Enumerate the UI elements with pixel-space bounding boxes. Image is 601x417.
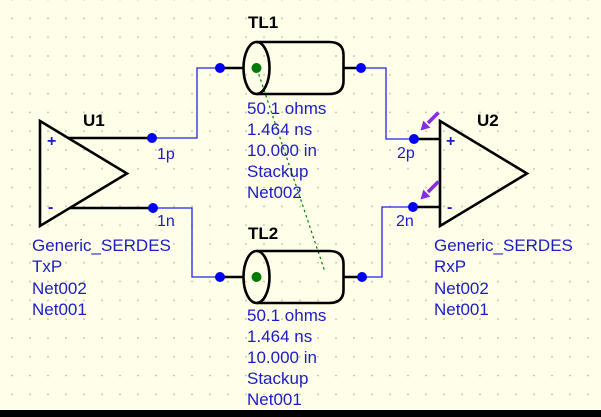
junction-dot xyxy=(147,133,157,143)
u2-pin-bottom-label: 2n xyxy=(396,213,414,230)
tl2-port-dot xyxy=(251,272,262,282)
u1-net-bottom-label: Net001 xyxy=(32,300,87,319)
tl1-body[interactable] xyxy=(256,40,345,96)
tl1-refdes-label: TL1 xyxy=(248,13,278,32)
u1-model-label: TxP xyxy=(32,257,62,276)
u1-part-label: Generic_SERDES xyxy=(32,236,171,255)
junction-dot xyxy=(408,202,418,212)
tl2-delay-label: 1.464 ns xyxy=(247,327,312,346)
tl2-impedance-label: 50.1 ohms xyxy=(247,306,326,325)
wire-u1n-to-tl2[interactable] xyxy=(153,207,220,278)
tl2-model-label: Stackup xyxy=(247,369,308,388)
u1-pin-top-label: 1p xyxy=(157,146,175,163)
u2-symbol[interactable]: + - U2 2p 2n Generic_SERDES RxP Net002 N… xyxy=(396,111,573,319)
wire-tl1-to-u2p[interactable] xyxy=(361,67,414,140)
u1-pin-bottom-label: 1n xyxy=(157,213,175,230)
u2-plus-label: + xyxy=(446,133,455,150)
rx-arrow-bottom-head xyxy=(420,189,431,200)
u2-net-top-label: Net002 xyxy=(434,279,489,298)
rx-arrow-icon-top xyxy=(420,111,440,131)
rx-arrow-icon-bottom xyxy=(420,180,440,200)
u2-minus-label: - xyxy=(447,199,452,216)
wire-tl2-to-u2n[interactable] xyxy=(362,206,413,278)
u2-net-bottom-label: Net001 xyxy=(434,300,489,319)
u2-triangle[interactable] xyxy=(438,118,530,229)
tl1-symbol[interactable]: TL1 50.1 ohms 1.464 ns 10.000 in Stackup… xyxy=(221,13,361,202)
tl1-left-cap[interactable] xyxy=(242,40,271,96)
rx-arrow-bottom-shaft xyxy=(426,180,440,194)
tl1-model-label: Stackup xyxy=(247,162,308,181)
junction-dot xyxy=(409,134,419,144)
coupling-dashed-line xyxy=(256,68,326,273)
rx-arrow-top-head xyxy=(420,120,431,131)
u1-triangle[interactable] xyxy=(38,118,130,229)
tl2-symbol[interactable]: TL2 50.1 ohms 1.464 ns 10.000 in Stackup… xyxy=(221,224,362,409)
u1-plus-label: + xyxy=(47,133,56,150)
junction-dots xyxy=(147,63,419,282)
junction-dot xyxy=(356,63,366,73)
junction-dot xyxy=(148,203,158,213)
tl2-body[interactable] xyxy=(256,249,345,305)
tl1-length-label: 10.000 in xyxy=(247,141,317,160)
tl1-delay-label: 1.464 ns xyxy=(247,120,312,139)
rx-arrow-top-shaft xyxy=(426,111,440,125)
tl2-length-label: 10.000 in xyxy=(247,348,317,367)
u1-refdes-label: U1 xyxy=(83,111,105,130)
tl2-refdes-label: TL2 xyxy=(248,224,278,243)
wire-u1p-to-tl1[interactable] xyxy=(152,67,220,139)
u2-part-label: Generic_SERDES xyxy=(434,236,573,255)
junction-dot xyxy=(357,272,367,282)
junction-dot xyxy=(215,272,225,282)
tl2-net-label: Net001 xyxy=(247,390,302,409)
canvas-bottom-edge xyxy=(0,410,601,417)
tl2-left-cap[interactable] xyxy=(242,249,271,305)
u2-model-label: RxP xyxy=(434,257,466,276)
u2-refdes-label: U2 xyxy=(477,111,499,130)
u1-net-top-label: Net002 xyxy=(32,279,87,298)
junction-dot xyxy=(215,63,225,73)
u2-pin-top-label: 2p xyxy=(397,145,415,162)
tl1-impedance-label: 50.1 ohms xyxy=(247,99,326,118)
tl1-port-dot xyxy=(251,63,262,73)
u1-symbol[interactable]: + - U1 1p 1n Generic_SERDES TxP Net002 N… xyxy=(32,111,175,319)
u1-minus-label: - xyxy=(48,199,53,216)
tl1-net-label: Net002 xyxy=(247,183,302,202)
